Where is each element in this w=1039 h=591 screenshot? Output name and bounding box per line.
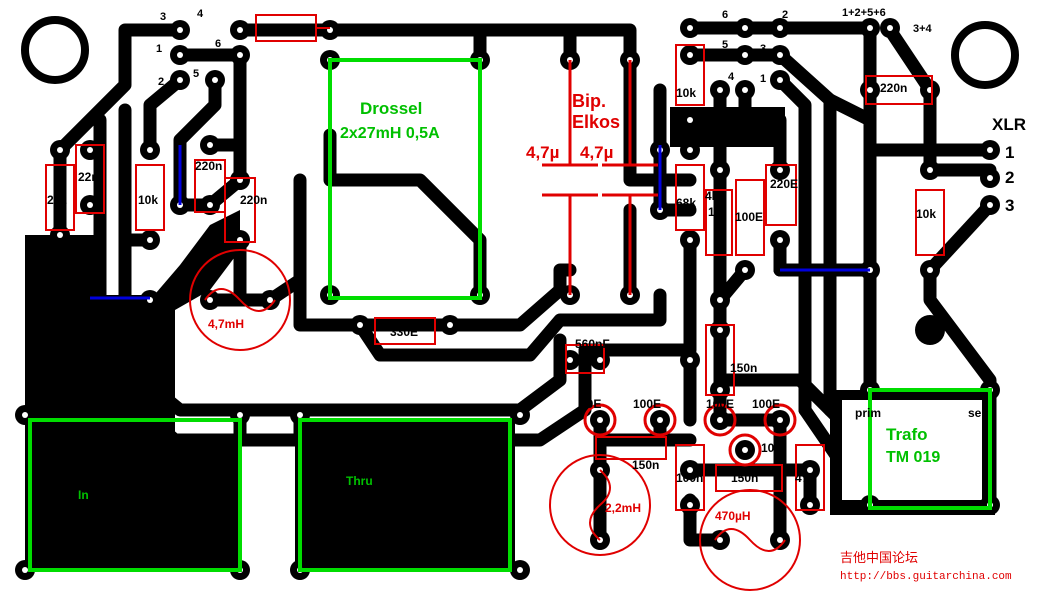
component-value: 100n: [676, 471, 703, 485]
inductor-value: 470µH: [715, 509, 751, 523]
component-value: 2k2: [47, 193, 67, 207]
bip-label: Bip.: [572, 91, 606, 111]
solder-pads: [15, 18, 1000, 580]
component-value: 10E: [580, 397, 601, 411]
pin-label: 3: [160, 11, 166, 23]
inductor-value: 2,2mH: [605, 501, 641, 515]
drossel-label: Drossel: [360, 99, 422, 118]
component-value: 560pF: [575, 337, 610, 351]
cap-value: 4,7µ: [526, 143, 559, 162]
trafo-label: Trafo: [886, 425, 928, 444]
component-value: 220n: [240, 193, 267, 207]
pin-label: 2: [782, 9, 788, 21]
xlr-pin-label: 2: [1005, 168, 1014, 187]
jack-thru-label: Thru: [346, 474, 373, 488]
ground-plane-wedge: [105, 210, 240, 310]
component-value: 100E: [735, 210, 763, 224]
pin-label: 1+2+5+6: [842, 7, 886, 19]
watermark-url: http://bbs.guitarchina.com: [840, 571, 1012, 583]
component-value: 220n: [880, 81, 907, 95]
pin-label: 6: [215, 38, 221, 50]
pin-label: 2: [158, 76, 164, 88]
cap-value: 4,7µ: [580, 143, 613, 162]
trafo-window: [842, 400, 982, 500]
component-value: 150n: [632, 458, 659, 472]
component-value: 220E: [258, 22, 286, 36]
component-value: 150n: [730, 361, 757, 375]
jack-in-label: In: [78, 488, 89, 502]
component-value: 10E: [761, 441, 782, 455]
jumper-wires: [90, 145, 870, 300]
ground-plane-thru: [295, 420, 515, 570]
component-value: 22n: [78, 170, 99, 184]
xlr-label: XLR: [992, 115, 1026, 134]
pin-label: 3: [760, 43, 766, 55]
component-value: 1W: [708, 205, 727, 219]
pin-label: 1: [156, 43, 162, 55]
pin-label: 4: [728, 71, 735, 83]
pin-label: 1: [760, 73, 766, 85]
trafo-prim-label: prim: [855, 406, 881, 420]
pin-label: 6: [722, 9, 728, 21]
pin-label: 4: [197, 8, 204, 20]
component-value: 220E: [770, 177, 798, 191]
trafo-outline: [868, 388, 992, 510]
component-value: 100E: [706, 397, 734, 411]
pin-label: 5: [722, 39, 728, 51]
component-value: 47n: [795, 471, 816, 485]
component-value: 4k7: [705, 189, 725, 203]
labels: 3 4 1 6 2 5 6 2 5 3 4 1 1+2+5+6 3+4 XLR …: [47, 7, 1026, 583]
component-value: 10k: [676, 86, 696, 100]
xlr-pin-label: 1: [1005, 143, 1014, 162]
jack-thru-outline: [298, 418, 512, 572]
component-value: 100E: [633, 397, 661, 411]
pin-label: 3+4: [913, 23, 933, 35]
component-outlines: [45, 14, 945, 591]
elkos-label: Elkos: [572, 112, 620, 132]
component-value: 68k: [676, 196, 696, 210]
pin-label: 5: [193, 68, 199, 80]
component-value: 330E: [390, 325, 418, 339]
component-value: 10k: [916, 207, 936, 221]
drossel-spec: 2x27mH 0,5A: [340, 125, 440, 142]
component-value: 220n: [195, 159, 222, 173]
trafo-model: TM 019: [886, 449, 940, 466]
xlr-pin-label: 3: [1005, 196, 1014, 215]
trafo-sek-label: sek: [968, 406, 988, 420]
inductor-value: 4,7mH: [208, 317, 244, 331]
component-value: 100E: [752, 397, 780, 411]
part-outlines: [28, 58, 992, 572]
jack-in-outline: [28, 418, 242, 572]
drossel-outline: [328, 58, 482, 300]
component-value: 10k: [138, 193, 158, 207]
mounting-holes: [21, 16, 1019, 345]
watermark-cn: 吉他中国论坛: [840, 550, 918, 565]
ground-plane-left: [25, 235, 240, 570]
component-value: 150n: [731, 471, 758, 485]
